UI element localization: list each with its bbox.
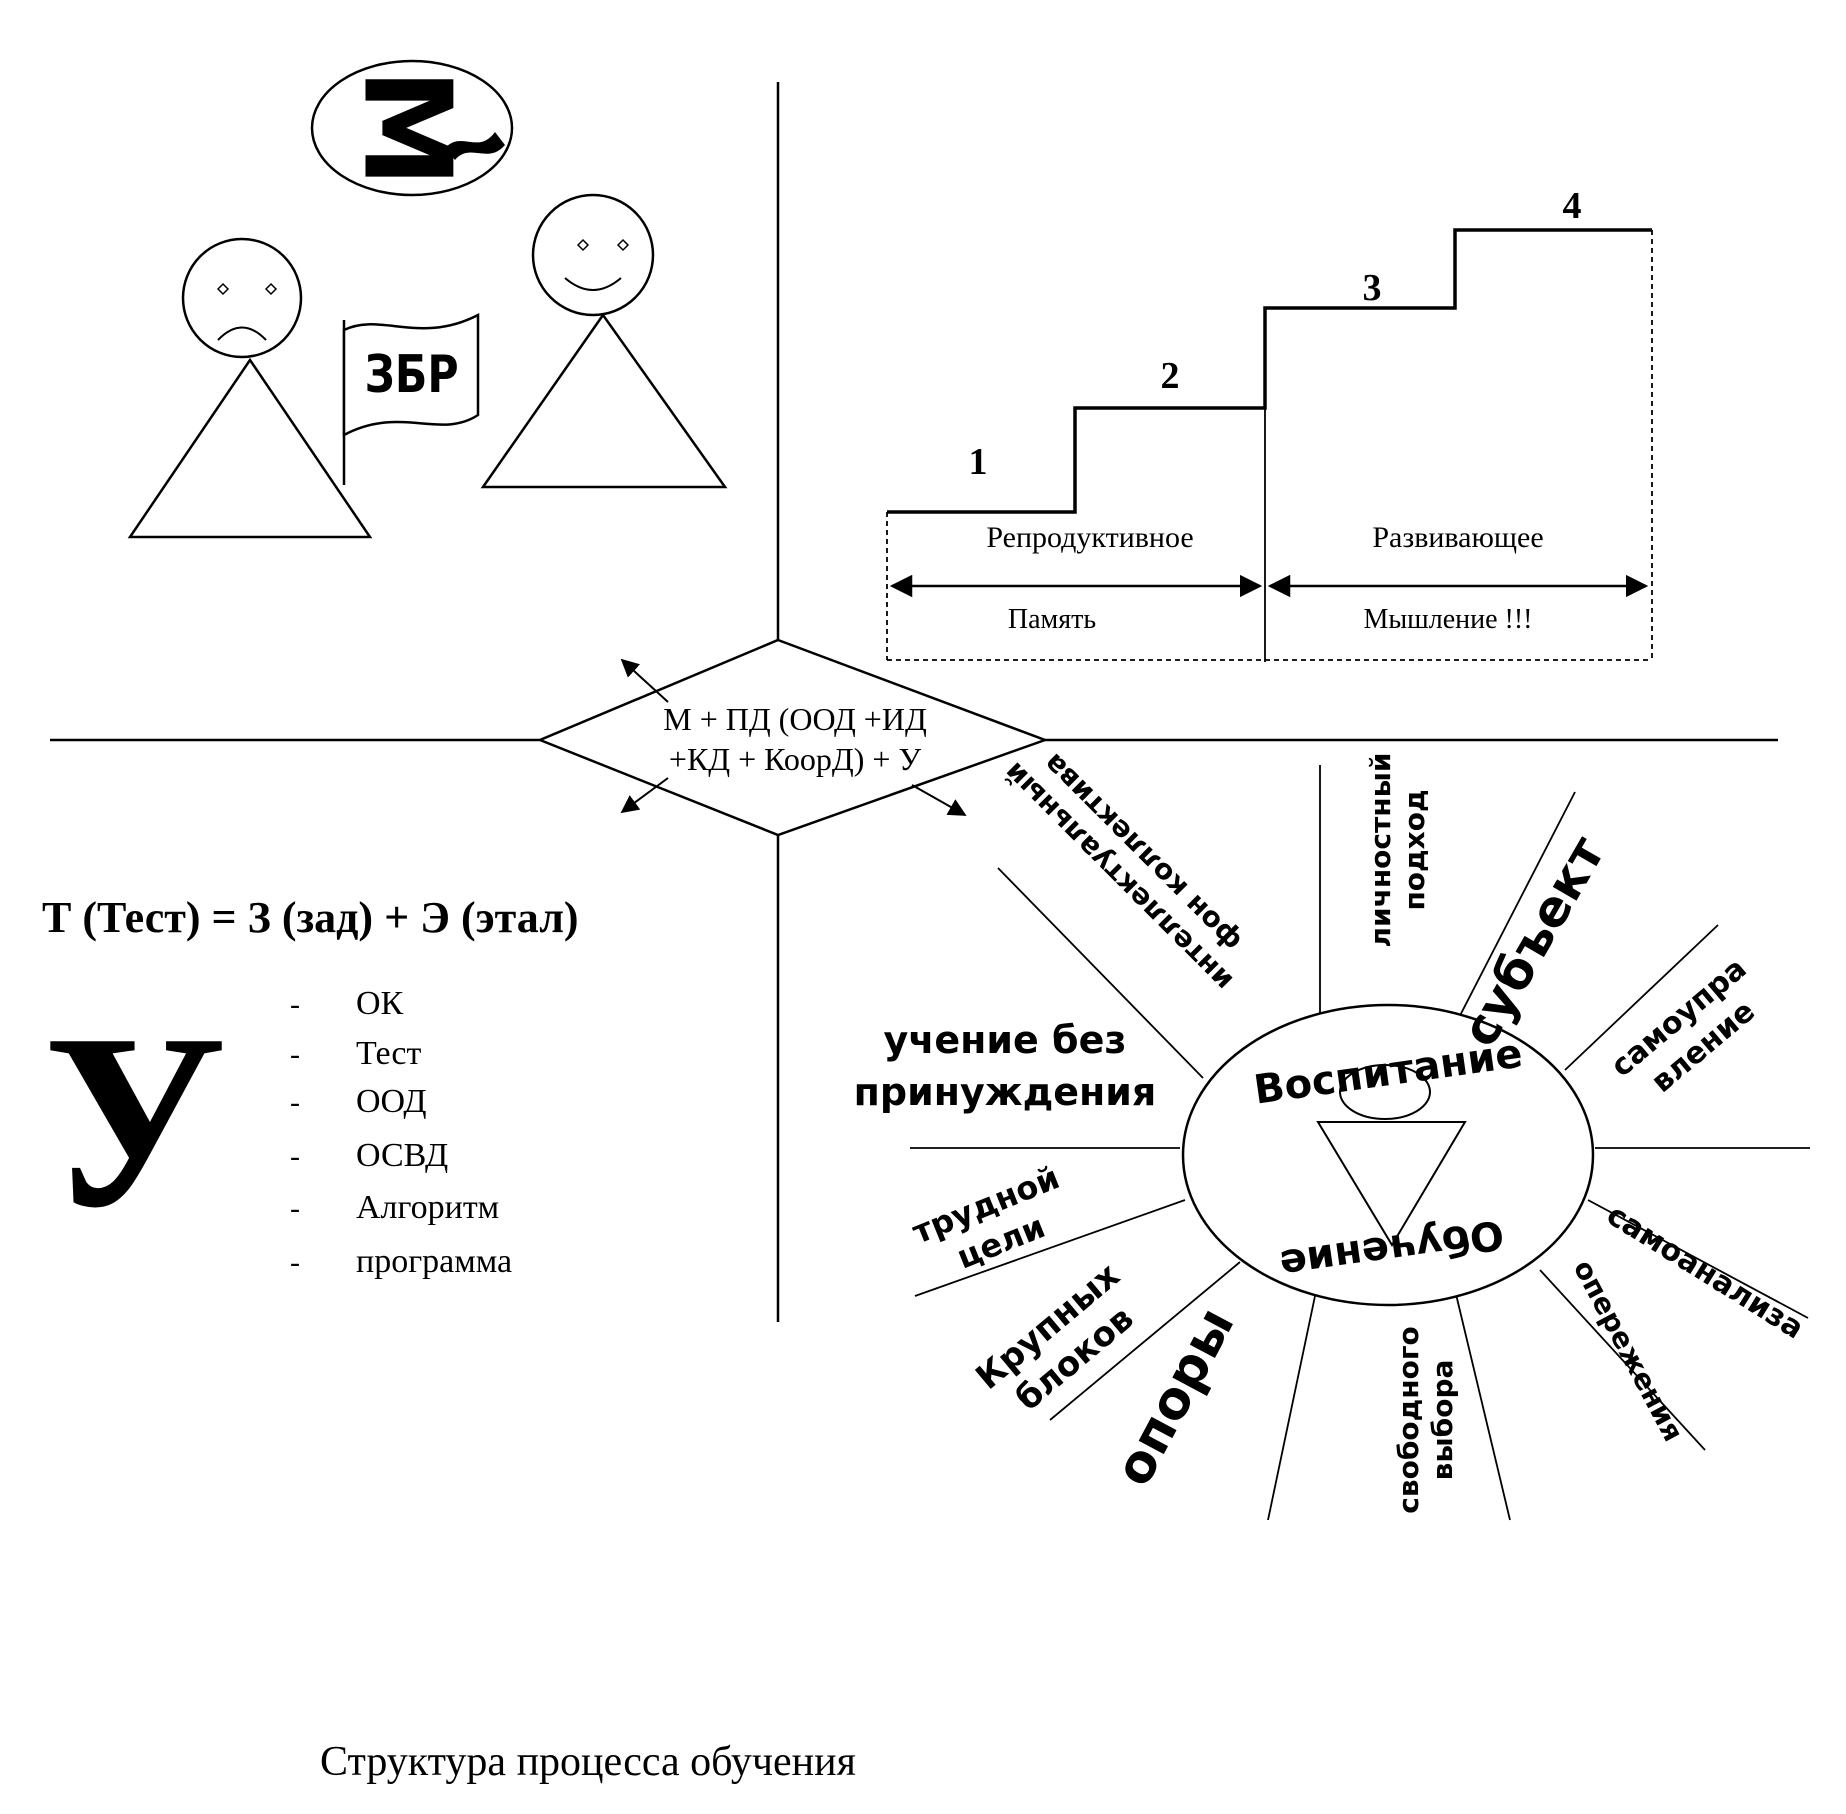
happy-person-head <box>531 193 655 317</box>
memory-label: Память <box>1008 604 1096 635</box>
u-list-item: ОК <box>356 985 404 1022</box>
zbr-flag: ЗБР <box>342 312 480 485</box>
ray <box>914 1199 1186 1297</box>
u-list-item: ООД <box>356 1083 427 1120</box>
hub-figure-head <box>1339 1064 1431 1120</box>
staircase-dashed-frame <box>886 230 1653 661</box>
ray-label-text: учение без <box>884 1018 1127 1062</box>
developing-label: Развивающее <box>1372 521 1543 554</box>
sad-person-eye-right <box>264 282 278 296</box>
step-2-label: 2 <box>1161 355 1180 397</box>
center-formula-line1: М + ПД (ООД +ИД <box>663 701 927 737</box>
quadrant-axes <box>50 82 1778 1322</box>
m-badge-oval <box>310 59 514 197</box>
u-list-bullet: - <box>290 1246 300 1279</box>
u-list-bullet: - <box>290 1086 300 1119</box>
ray-label-self-management: самоупра вление <box>1604 951 1761 1100</box>
ray-label-text: принуждения <box>854 1070 1157 1114</box>
sad-person-eye-left <box>216 282 230 296</box>
m-badge-wave-icon <box>445 132 505 160</box>
diamond-arrow-bottom-right <box>911 784 967 816</box>
step-3-label: 3 <box>1363 267 1382 309</box>
u-list-item: Алгоритм <box>356 1189 499 1226</box>
figure-caption: Структура процесса обучения <box>320 1739 856 1785</box>
thinking-label: Мышление !!! <box>1363 604 1532 635</box>
ray-label-text: свободного <box>1392 1326 1425 1513</box>
ray-label-personal: личностный подход <box>1364 752 1431 947</box>
ray-label-text: личностный <box>1364 752 1397 947</box>
center-diamond: М + ПД (ООД +ИД +КД + КоорД) + У <box>536 638 1049 837</box>
hub-figure-body <box>1316 1121 1467 1247</box>
ray-label-intellectual: интеллектуальный фон коллектива <box>997 747 1248 998</box>
ray-label-free-choice: свободного выбора <box>1392 1326 1459 1513</box>
happy-person-eye-left <box>576 238 590 252</box>
ray-label-text: подход <box>1398 789 1431 910</box>
u-list-item: Тест <box>356 1035 422 1072</box>
happy-person-eye-right <box>616 238 630 252</box>
diamond-arrow-bottom-left <box>620 777 669 814</box>
ray-label-subject: субъект <box>1450 827 1616 1057</box>
wheel-hub <box>1181 1003 1595 1307</box>
happy-person-mouth <box>564 277 622 291</box>
step-1-label: 1 <box>969 441 988 483</box>
test-formula: Т (Тест) = З (зад) + Э (этал) <box>42 893 579 942</box>
u-list-item: ОСВД <box>356 1137 448 1174</box>
happy-person-icon <box>480 193 728 489</box>
wheel: Воспитание Обучение интеллектуальный фон… <box>854 747 1810 1521</box>
ray <box>1049 1261 1241 1421</box>
sad-person-icon <box>127 237 373 539</box>
ray-label-advance: опережения <box>1567 1254 1690 1446</box>
m-badge: M <box>310 59 514 197</box>
m-badge-letter: M <box>336 68 475 187</box>
happy-person-body <box>480 312 728 489</box>
u-letter: У <box>43 983 226 1260</box>
step-4-label: 4 <box>1563 185 1582 227</box>
u-list-bullet: - <box>290 1140 300 1173</box>
sad-person-body <box>127 357 373 539</box>
staircase: 1 2 3 4 Репродуктивное Развивающее Памят… <box>886 185 1653 662</box>
ray <box>997 867 1204 1079</box>
diamond-arrow-top-left <box>620 658 669 703</box>
ray <box>1587 1199 1809 1319</box>
ray-label-text: фон коллектива <box>1037 747 1248 958</box>
ray-label-text: выбора <box>1426 1360 1459 1481</box>
flag-text: ЗБР <box>365 345 459 405</box>
sad-person-mouth <box>217 326 267 341</box>
ray <box>1564 924 1719 1071</box>
u-list-bullet: - <box>290 1038 300 1071</box>
ray <box>1267 1295 1316 1521</box>
ray-label-no-coercion: учение без принуждения <box>854 1018 1157 1114</box>
u-list-item: программа <box>356 1243 512 1280</box>
u-list: - ОК - Тест - ООД - ОСВД - Алгоритм - пр… <box>290 985 512 1280</box>
ray <box>1539 1269 1706 1451</box>
flag-cloth <box>342 312 480 438</box>
sad-person-head <box>181 237 303 359</box>
center-formula-line2: +КД + КоорД) + У <box>669 741 922 777</box>
reproductive-label: Репродуктивное <box>986 521 1193 554</box>
staircase-line <box>887 228 1652 514</box>
wheel-rays <box>910 765 1810 1521</box>
center-diamond-shape <box>536 638 1049 837</box>
ray <box>1454 1289 1511 1521</box>
ray-label-large-blocks: Крупных блоков <box>968 1255 1141 1419</box>
u-list-bullet: - <box>290 1192 300 1225</box>
ray-label-text: интеллектуальный <box>997 756 1239 998</box>
u-list-bullet: - <box>290 988 300 1021</box>
